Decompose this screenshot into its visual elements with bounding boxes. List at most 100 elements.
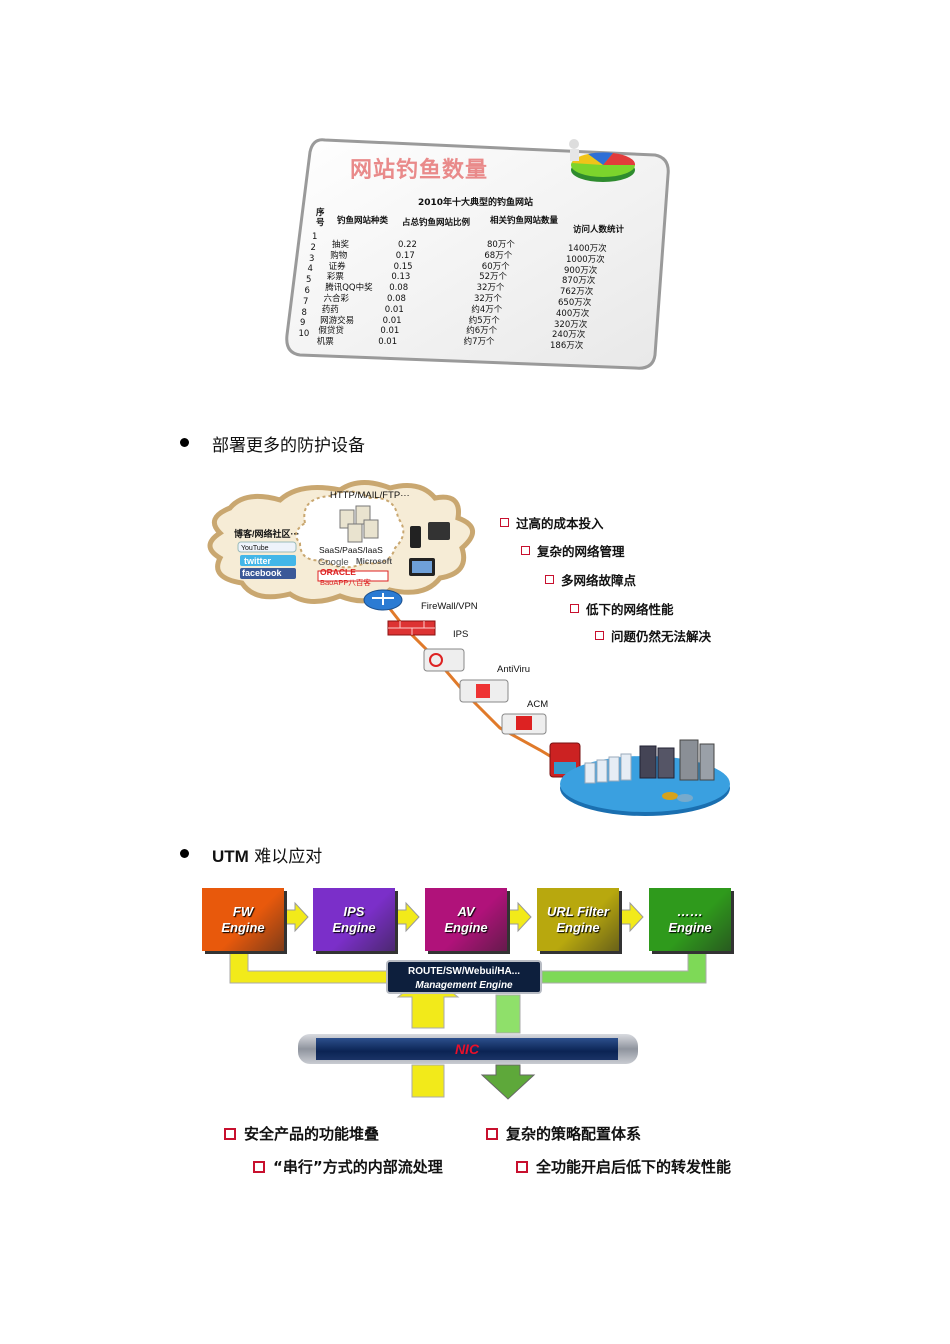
table-cell: 假贷贷: [318, 326, 344, 337]
table-header-cell: 相关钓鱼网站数量: [490, 216, 559, 226]
engine-name: FW: [232, 903, 254, 919]
red-square-icon: [521, 546, 530, 555]
table-cell: 870万次: [562, 276, 596, 287]
table-header-cell: 访问人数统计: [573, 225, 625, 235]
mgmt-line2: Management Engine: [415, 980, 513, 991]
brand-youtube: YouTube: [241, 545, 269, 552]
table-header-cell: 钓鱼网站种类: [337, 216, 389, 226]
brand-baoapp: BaoAPP八百客: [320, 578, 371, 587]
table-cell: 60万个: [481, 261, 510, 272]
bullet-dot: [180, 849, 189, 858]
engine-label: Engine: [668, 919, 712, 935]
table-cell: 32万个: [476, 283, 505, 294]
table-cell: 8: [301, 307, 307, 318]
internet-cloud: [207, 480, 475, 604]
engine-name: AV: [457, 903, 475, 919]
utm-issue-feature-stacking: 安全产品的功能堆叠: [224, 1123, 379, 1144]
table-cell: 网游交易: [320, 315, 355, 326]
engine-label: Engine: [444, 919, 488, 935]
table-cell: 0.17: [395, 250, 415, 261]
table-cell: 药药: [321, 304, 339, 315]
table-cell: 1400万次: [568, 244, 607, 254]
table-cell: 240万次: [552, 330, 586, 341]
red-square-icon: [516, 1160, 528, 1173]
table-cell: 762万次: [560, 287, 594, 298]
table-cell: 650万次: [558, 298, 592, 308]
table-header-cell: 序号: [316, 208, 325, 228]
red-square-icon: [486, 1127, 498, 1140]
table-cell: 约4万个: [471, 304, 503, 315]
red-square-icon: [253, 1160, 265, 1173]
table-cell: 32万个: [474, 294, 502, 304]
brand-google: Google: [318, 557, 349, 568]
engine-label: Engine: [221, 919, 265, 935]
utm-issue-serial-processing: “串行”方式的内部流处理: [253, 1156, 443, 1177]
red-square-icon: [570, 604, 579, 613]
table-cell: 彩票: [326, 272, 344, 283]
saas-label: SaaS/PaaS/IaaS: [319, 545, 383, 555]
table-cell: 10: [298, 329, 310, 340]
table-cell: 5: [306, 275, 312, 286]
table-cell: 机票: [316, 337, 334, 348]
engine-name: URL Filter: [547, 903, 609, 919]
table-cell: 1: [312, 232, 318, 242]
brand-facebook: facebook: [242, 568, 282, 578]
issue-complex-management: 复杂的网络管理: [521, 541, 625, 560]
table-cell: 0.08: [389, 283, 409, 294]
table-cell: 9: [300, 318, 306, 329]
table-cell: 400万次: [556, 308, 590, 319]
issue-high-cost: 过高的成本投入: [500, 513, 604, 532]
table-cell: 68万个: [484, 250, 513, 261]
mgmt-line1: ROUTE/SW/Webui/HA...: [407, 966, 521, 977]
table-cell: 6: [304, 286, 310, 296]
table-cell: 320万次: [554, 319, 588, 330]
bullet-utm: UTM 难以应对: [212, 847, 323, 867]
phishing-stats-card: [285, 130, 670, 370]
table-cell: 腾讯QQ中奖: [325, 283, 373, 294]
table-cell: 80万个: [487, 240, 515, 250]
table-cell: 0.01: [378, 337, 398, 348]
label-acm: ACM: [527, 699, 549, 710]
label-ips: IPS: [453, 629, 469, 640]
engine-box: ……Engine: [649, 888, 731, 951]
red-square-icon: [500, 518, 509, 527]
management-engine-box: ROUTE/SW/Webui/HA... Management Engine: [386, 960, 542, 994]
table-cell: 0.01: [380, 326, 400, 337]
table-cell: 0.13: [391, 272, 411, 283]
table-cell: 2: [310, 242, 316, 253]
table-cell: 900万次: [564, 265, 598, 276]
bullet-deploy-more-devices: 部署更多的防护设备: [212, 436, 365, 456]
cloud-left-label: 博客/网络社区···: [234, 529, 300, 539]
table-cell: 六合彩: [323, 294, 350, 304]
table-cell: 186万次: [550, 341, 584, 352]
red-square-icon: [224, 1127, 236, 1140]
brand-microsoft: Microsoft: [356, 557, 392, 566]
brand-oracle: ORACLE: [320, 567, 356, 577]
cloud-top-label: HTTP/MAIL/FTP···: [330, 490, 410, 501]
table-caption: 2010年十大典型的钓鱼网站: [418, 198, 534, 208]
issue-low-performance: 低下的网络性能: [570, 599, 674, 618]
table-cell: 0.15: [393, 261, 413, 272]
card-title: 网站钓鱼数量: [350, 158, 489, 183]
brand-twitter: twitter: [244, 556, 271, 566]
table-cell: 0.01: [384, 304, 404, 315]
table-cell: 4: [307, 264, 313, 275]
nic-bar: NIC: [316, 1038, 618, 1060]
bullet-dot: [180, 438, 189, 447]
issue-multiple-failure-points: 多网络故障点: [545, 570, 636, 589]
engine-name: ……: [677, 903, 703, 919]
network-diagram: [207, 480, 730, 816]
engine-name: IPS: [343, 903, 365, 919]
table-header-cell: 占总钓鱼网站比例: [402, 218, 471, 228]
utm-issue-low-forwarding: 全功能开启后低下的转发性能: [516, 1156, 731, 1177]
table-cell: 约5万个: [468, 315, 500, 326]
table-cell: 0.01: [382, 315, 402, 326]
table-cell: 证券: [328, 261, 346, 272]
table-cell: 1000万次: [566, 254, 605, 265]
utm-issue-complex-policy: 复杂的策略配置体系: [486, 1123, 641, 1144]
label-antivirus: AntiViru: [497, 664, 531, 675]
table-cell: 3: [309, 253, 315, 264]
red-square-icon: [545, 575, 554, 584]
